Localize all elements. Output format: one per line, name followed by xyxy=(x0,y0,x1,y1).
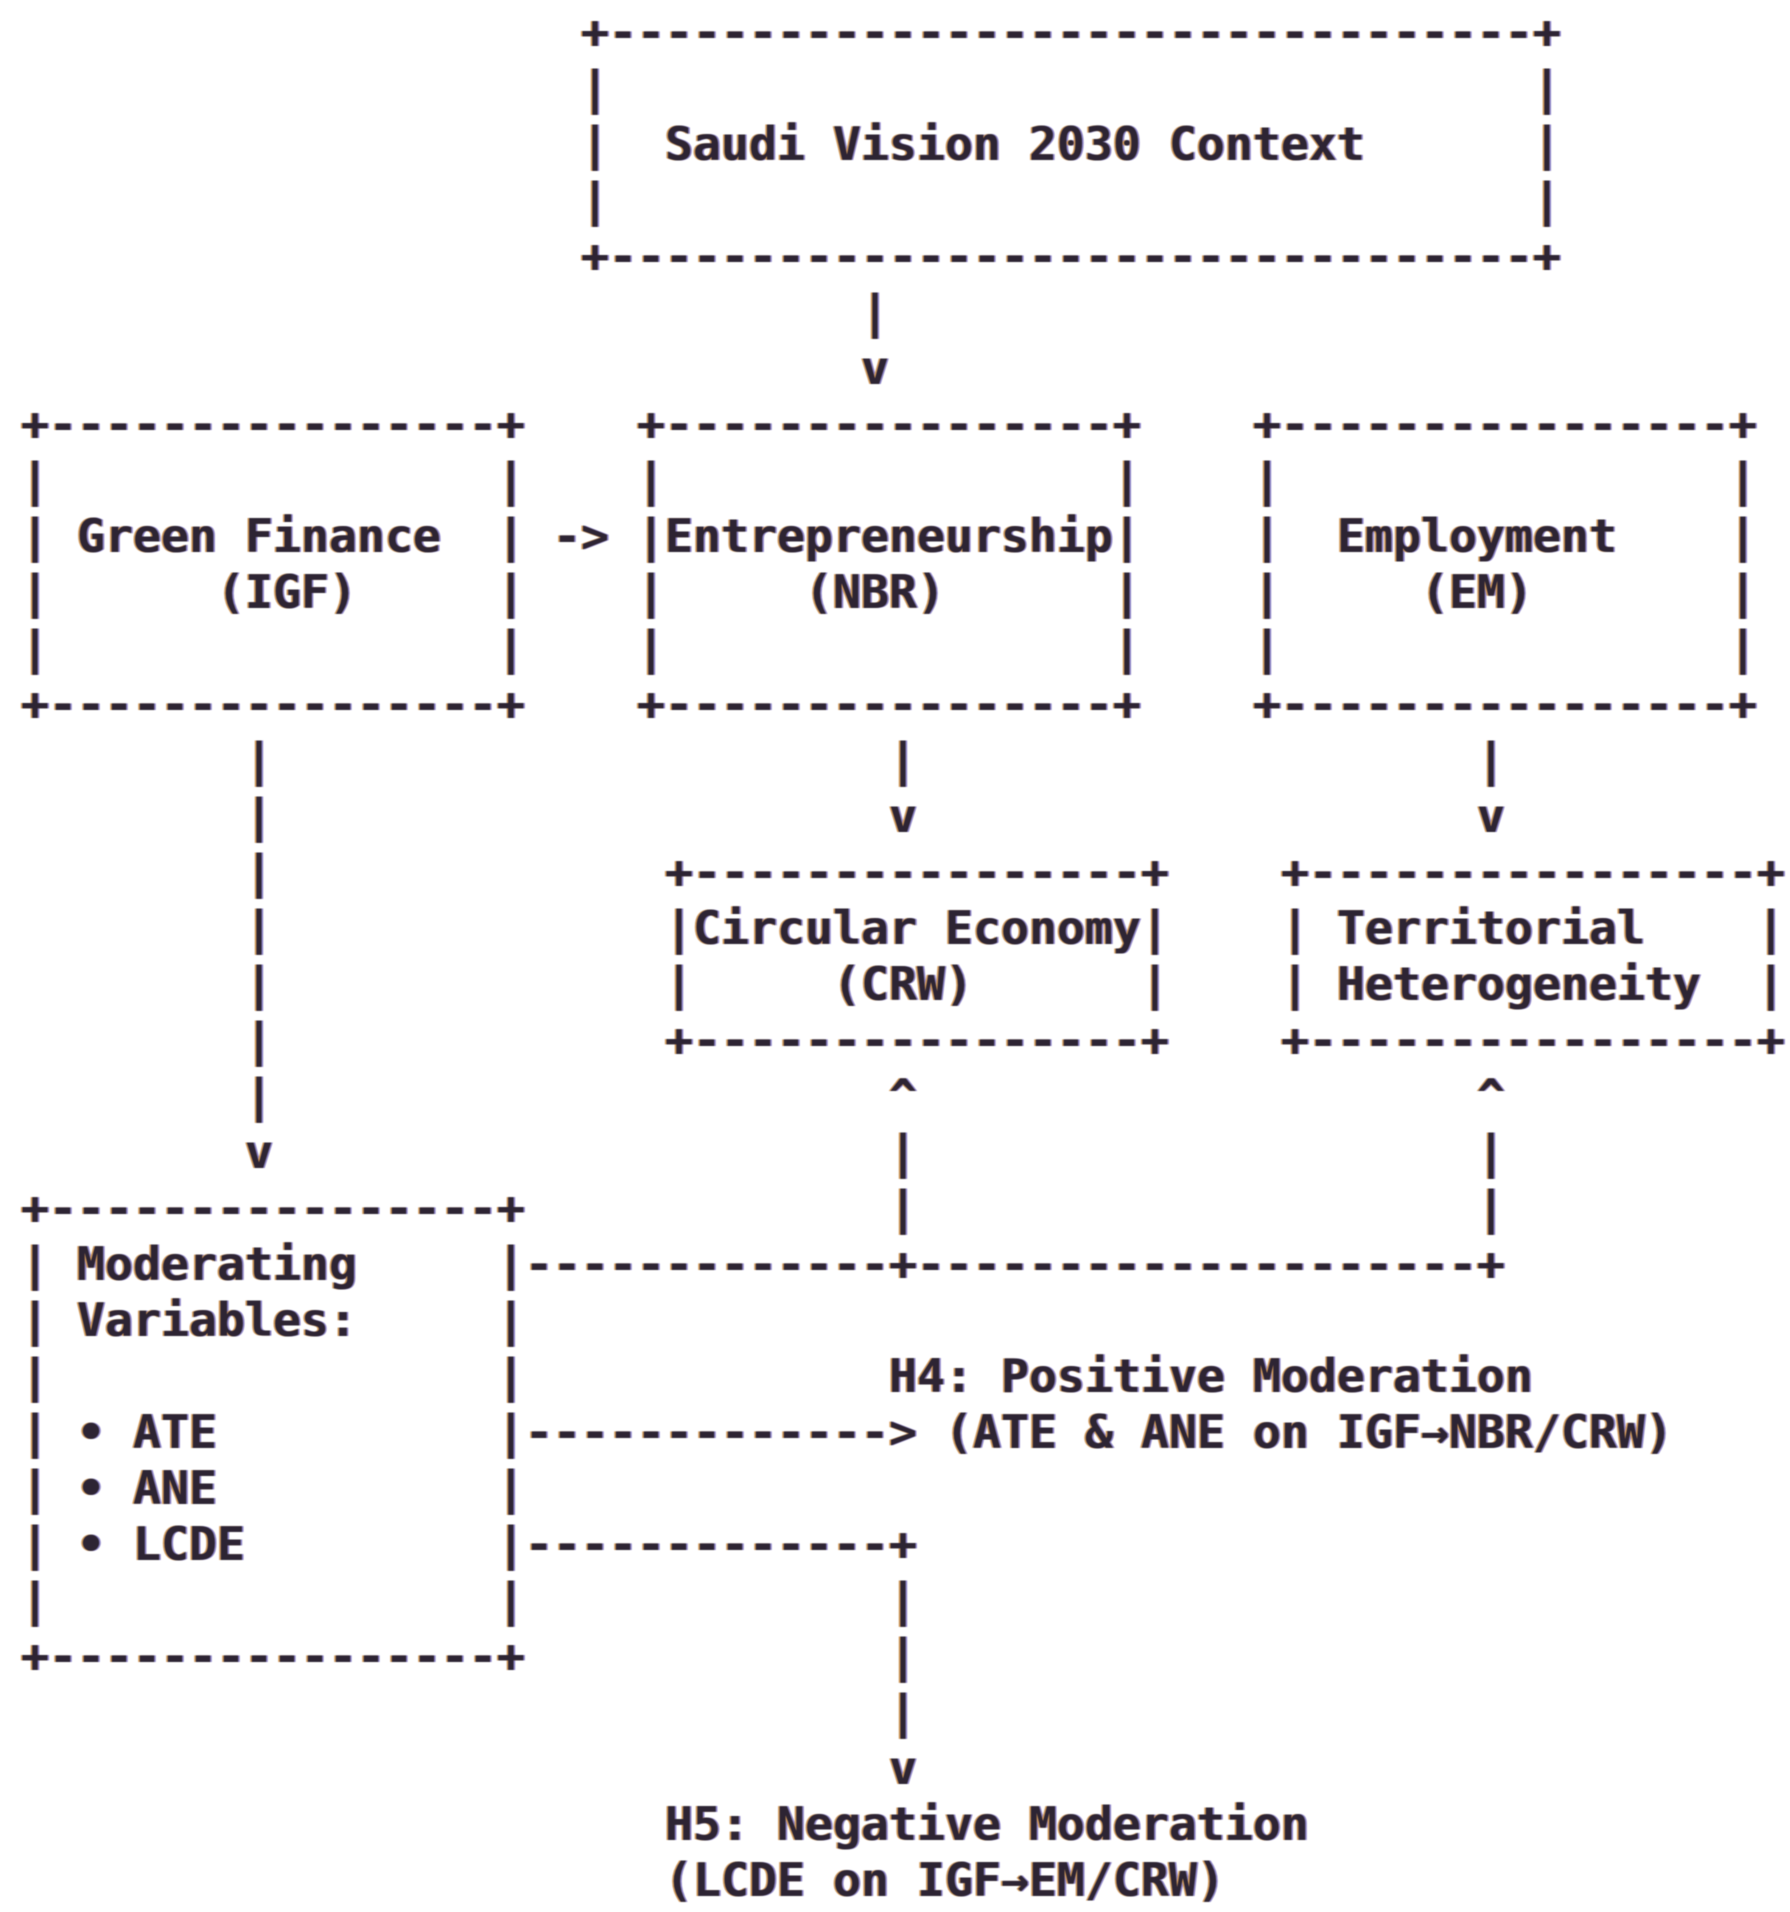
node-circular-economy: +----------------+ |Circular Economy| | … xyxy=(665,845,1169,1067)
node-entrepreneurship: +----------------+ | | |Entrepreneurship… xyxy=(637,397,1141,731)
arrow-igf-to-nbr: -> xyxy=(553,509,609,563)
connector-moderation-bus: -------------+--------------------+ xyxy=(525,1237,1505,1291)
node-territorial-heterogeneity: +----------------+ | Territorial | | Het… xyxy=(1281,845,1785,1067)
connector-nbr-to-crw: | v xyxy=(889,733,917,843)
connector-em-to-territorial: | v xyxy=(1477,733,1505,843)
h4-title: H4: Positive Moderation xyxy=(889,1349,1533,1403)
connector-context-down-arrow: | v xyxy=(861,285,889,395)
connector-moderation-to-crw: ^ | | xyxy=(889,1069,917,1235)
connector-h5-line: -------------+ xyxy=(525,1517,917,1571)
node-moderating-variables: +----------------+ | Moderating | | Vari… xyxy=(21,1181,525,1683)
node-green-finance: +----------------+ | | | Green Finance |… xyxy=(21,397,525,731)
arrow-h4-moderation: -------------> xyxy=(525,1405,917,1459)
h5-title: H5: Negative Moderation xyxy=(665,1797,1309,1851)
node-employment: +----------------+ | | | Employment | | … xyxy=(1253,397,1757,731)
connector-igf-to-moderating: | | | | | | | v xyxy=(245,733,273,1179)
h4-detail: (ATE & ANE on IGF→NBR/CRW) xyxy=(945,1405,1673,1459)
node-saudi-vision-context: +---------------------------------+ | | … xyxy=(581,5,1561,283)
connector-moderation-to-territorial: ^ | | xyxy=(1477,1069,1505,1235)
h5-detail: (LCDE on IGF→EM/CRW) xyxy=(665,1853,1225,1907)
connector-h5-down-arrow: | | | v xyxy=(889,1573,917,1795)
